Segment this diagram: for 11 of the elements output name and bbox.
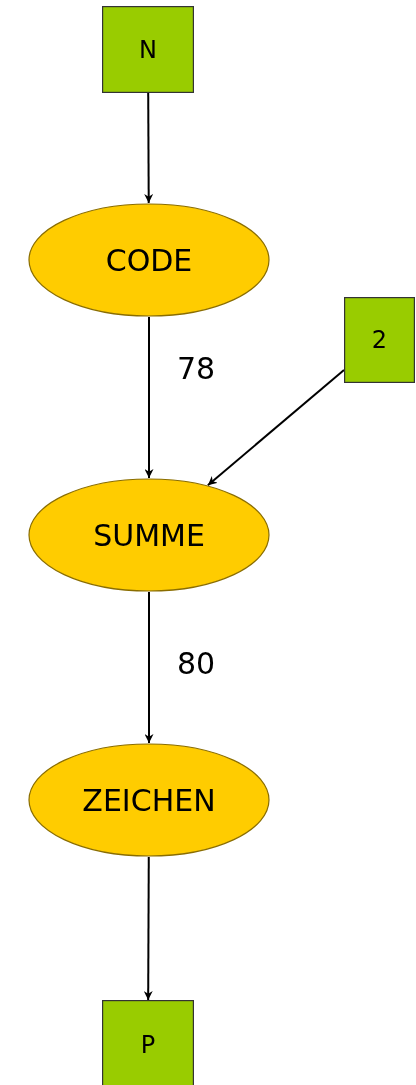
arrow xyxy=(144,92,154,204)
input-box: 2 xyxy=(344,297,415,383)
input-box: N xyxy=(102,6,194,93)
arrow xyxy=(144,316,154,479)
process-ellipse: ZEICHEN xyxy=(28,743,270,857)
input-box: P xyxy=(102,1000,194,1085)
arrow xyxy=(144,591,154,744)
arrow xyxy=(143,856,153,1001)
process-ellipse: CODE xyxy=(28,203,270,317)
arrow xyxy=(206,369,345,487)
process-ellipse: SUMME xyxy=(28,478,270,592)
